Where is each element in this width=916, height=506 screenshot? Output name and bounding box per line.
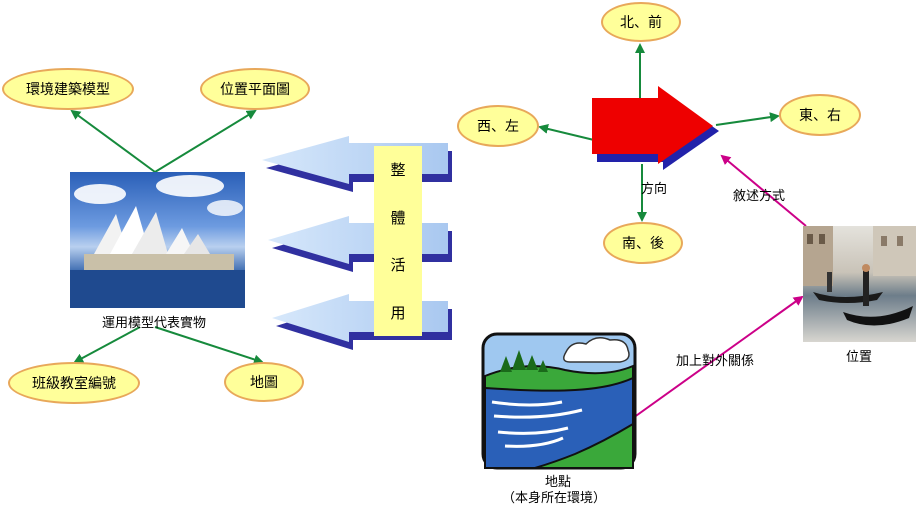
integrate-char-4: 用 [390,303,406,322]
oval-south-text: 南、後 [622,236,664,252]
oval-east: 東、右 [779,94,861,136]
arrow-to-west [538,124,595,141]
oval-position-plan: 位置平面圖 [200,68,310,110]
place-label: 地點 [545,475,572,490]
blue-arrow-1 [262,136,452,192]
integrate-text: 整 體 活 用 [374,146,422,336]
describe-method-label: 敘述方式 [733,189,786,204]
arrow-to-direction-arrow [720,154,807,227]
oval-east-text: 東、右 [799,108,841,124]
oval-class-number-text: 班級教室編號 [32,376,116,392]
gondola-photo [803,226,916,342]
landscape-clipart [481,332,637,470]
integrate-char-1: 整 [390,161,406,180]
blue-arrow-2 [268,216,452,272]
direction-label: 方向 [641,182,668,197]
integrate-char-2: 體 [390,208,406,227]
integrate-char-3: 活 [390,256,406,275]
model-caption: 運用模型代表實物 [102,316,207,331]
oval-map-text: 地圖 [250,375,278,391]
direction-big-arrow [592,86,719,170]
oval-north: 北、前 [601,2,681,42]
arrow-to-position-plan [154,109,257,173]
oval-north-text: 北、前 [620,15,662,31]
oval-west-text: 西、左 [477,119,519,135]
oval-map: 地圖 [224,362,304,402]
arrow-to-class-number [73,326,141,363]
opera-house-photo [70,172,245,308]
add-relation-label: 加上對外關係 [676,354,755,369]
oval-env-model-text: 環境建築模型 [26,82,110,98]
oval-class-number: 班級教室編號 [8,362,140,404]
arrow-to-map [154,326,264,365]
oval-south: 南、後 [603,222,683,264]
arrow-to-position-photo [632,295,804,419]
oval-env-model: 環境建築模型 [2,68,134,110]
place-sub-label: （本身所在環境） [502,491,607,506]
arrow-to-env-model [70,109,156,173]
oval-west: 西、左 [457,105,539,147]
blue-arrow-3 [272,294,452,350]
position-label: 位置 [846,350,873,365]
oval-position-plan-text: 位置平面圖 [220,82,290,98]
integrate-box [374,146,422,336]
arrow-to-east [715,112,780,126]
